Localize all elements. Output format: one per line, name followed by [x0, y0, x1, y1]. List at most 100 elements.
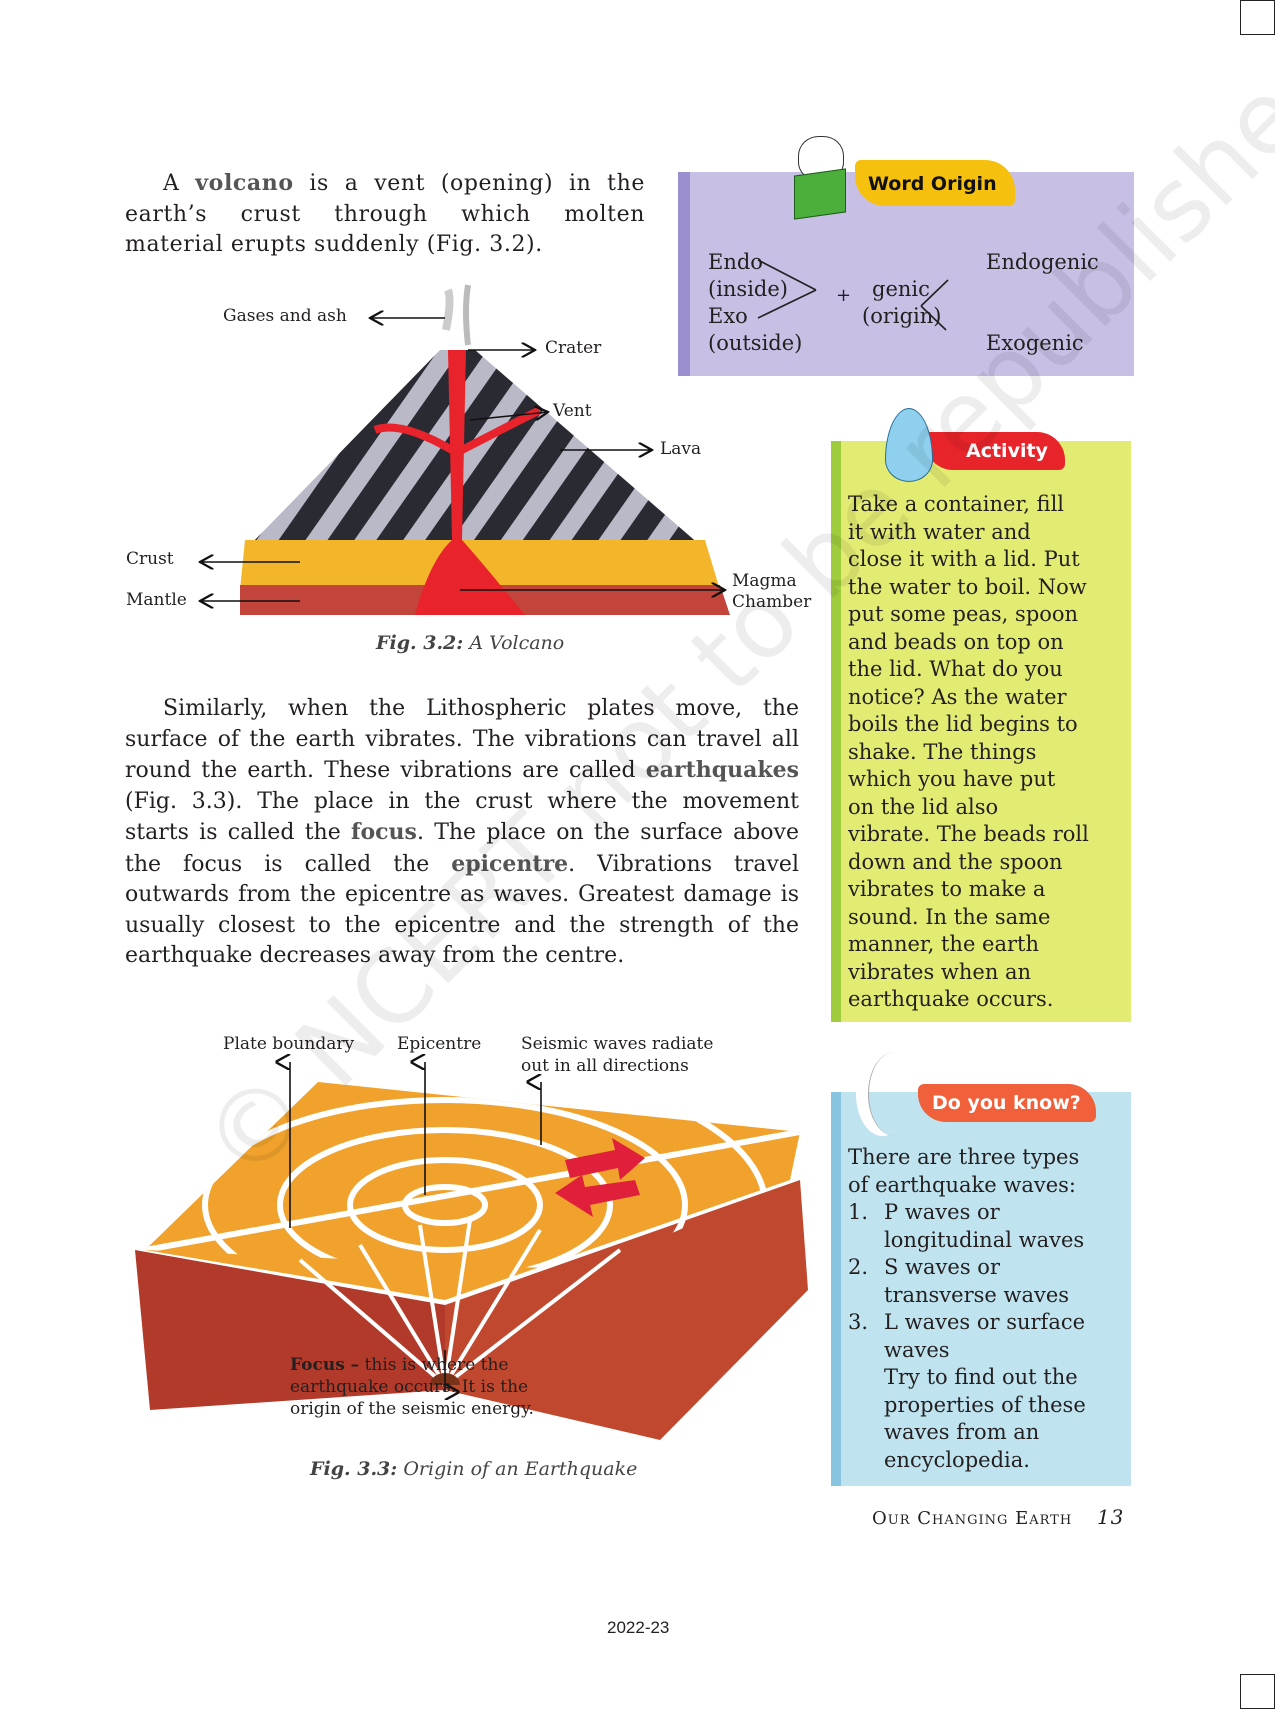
text: . Vibrations travel outwards from the ep…: [125, 851, 799, 969]
activity-lines: Take a container, fill it with water and c…: [848, 491, 1089, 1014]
activity-line: close it with a lid. Put: [848, 547, 1080, 571]
text: . The place on the surface above the foc…: [125, 820, 799, 877]
label-crust: Crust: [126, 549, 174, 569]
focus-bold: Focus –: [290, 1355, 360, 1375]
word-origin-box: Endo (inside) Exo (outside) + genic (ori…: [678, 172, 1134, 376]
dyk-list-item: 1. P waves or longitudinal waves: [848, 1199, 1086, 1254]
dyk-outro-line: Try to find out the: [884, 1365, 1078, 1389]
activity-line: sound. In the same: [848, 904, 1051, 929]
label-vent: Vent: [553, 401, 592, 421]
activity-text: Take a container, fill it with water and c…: [848, 491, 1089, 1014]
genic: genic: [872, 277, 930, 301]
dyk-banner: [918, 1084, 1096, 1122]
activity-title: Activity: [966, 440, 1048, 462]
text: is a vent (opening) in the earth’s crust…: [125, 171, 646, 257]
earthquake-illustration: [135, 0, 808, 1440]
water-drop-mascot-icon: [885, 408, 933, 482]
dyk-title: Do you know?: [932, 1092, 1081, 1114]
activity-box: Take a container, fill it with water and c…: [831, 441, 1131, 1022]
activity-line: down and the spoon: [848, 849, 1063, 874]
word-origin-arrows: [757, 259, 949, 331]
endo: Endo: [708, 250, 763, 274]
label-epicentre: Epicentre: [397, 1034, 482, 1054]
caption-number: Fig. 3.3:: [310, 1458, 398, 1480]
text: A: [163, 171, 196, 196]
dyk-list-item: 3. L waves or surface waves: [848, 1309, 1086, 1364]
inside: (inside): [708, 277, 788, 301]
label-crater: Crater: [545, 338, 602, 358]
item-line: waves: [884, 1337, 950, 1362]
label-plate-boundary: Plate boundary: [223, 1034, 355, 1054]
text: origin of the seismic energy.: [290, 1399, 534, 1419]
label-gases-and-ash: Gases and ash: [223, 306, 347, 326]
dyk-outro-line: encyclopedia.: [884, 1447, 1030, 1472]
activity-line: vibrates to make a: [848, 877, 1046, 901]
plus-sign: +: [836, 285, 852, 306]
activity-line: boils the lid begins to: [848, 712, 1078, 736]
exogenic: Exogenic: [986, 331, 1084, 355]
crop-mark-top: [1240, 0, 1275, 35]
label-lava: Lava: [660, 439, 702, 459]
caption-number: Fig. 3.2:: [376, 632, 464, 654]
outside: (outside): [708, 331, 803, 355]
activity-line: the water to boil. Now: [848, 574, 1087, 599]
reading-mascot-icon: [790, 136, 852, 220]
dyk-intro-2: of earthquake waves:: [848, 1172, 1076, 1197]
item-number: 2.: [848, 1255, 869, 1279]
text: (Fig. 3.3). The place in the crust where…: [125, 788, 799, 846]
activity-line: which you have put: [848, 767, 1056, 791]
activity-line: notice? As the water: [848, 684, 1067, 709]
text: Similarly, when the Lithospheric plates …: [125, 696, 799, 783]
term-earthquakes: earthquakes: [645, 757, 799, 783]
endogenic: Endogenic: [986, 250, 1099, 274]
label-chamber: Chamber: [732, 592, 812, 612]
figure-caption-volcano: Fig. 3.2: A Volcano: [376, 632, 564, 654]
chapter-title: Our Changing Earth: [872, 1508, 1073, 1529]
term-epicentre: epicentre: [451, 850, 569, 877]
item-line: L waves or surface: [884, 1310, 1086, 1334]
activity-line: vibrate. The beads roll: [848, 822, 1089, 846]
item-line: transverse waves: [884, 1282, 1070, 1307]
activity-line: shake. The things: [848, 739, 1037, 764]
origin: (origin): [862, 304, 942, 328]
activity-line: it with water and: [848, 519, 1031, 544]
volcano-illustration: [0, 284, 730, 615]
item-number: 3.: [848, 1310, 869, 1334]
activity-line: Take a container, fill: [848, 492, 1064, 516]
label-seismic-1: Seismic waves radiate: [521, 1034, 714, 1054]
word-origin-title: Word Origin: [868, 173, 997, 195]
page-number: 13: [1096, 1505, 1125, 1529]
do-you-know-box: There are three types of earthquake wave…: [831, 1092, 1131, 1486]
activity-line: manner, the earth: [848, 932, 1040, 956]
activity-line: on the lid also: [848, 794, 999, 819]
dyk-intro-1: There are three types: [848, 1145, 1080, 1169]
moon-mascot-icon: [868, 1052, 921, 1136]
label-mantle: Mantle: [126, 590, 187, 610]
figure-caption-earthquake: Fig. 3.3: Origin of an Earthquake: [310, 1458, 637, 1480]
text: this is where the: [359, 1355, 509, 1375]
item-line: P waves or: [884, 1200, 1000, 1224]
activity-line: put some peas, spoon: [848, 602, 1079, 626]
item-line: longitudinal waves: [884, 1227, 1085, 1252]
crop-mark-bottom: [1240, 1674, 1275, 1709]
activity-line: vibrates when an: [848, 959, 1032, 984]
year-label: 2022-23: [607, 1618, 670, 1637]
paragraph-earthquake: Similarly, when the Lithospheric plates …: [125, 694, 799, 972]
dyk-outro-line: waves from an: [884, 1420, 1040, 1444]
activity-banner: [925, 432, 1065, 470]
word-origin-banner: [855, 160, 1015, 206]
activity-line: and beads on top on: [848, 629, 1064, 654]
paragraph-volcano: A volcano is a vent (opening) in the ear…: [125, 168, 645, 261]
running-title: Our Changing Earth 13: [872, 1505, 1124, 1529]
earthquake-figure: Plate boundary Epicentre Seismic waves r…: [135, 0, 808, 1480]
volcano-figure: Gases and ash Crater Vent Lava Crust Man…: [0, 0, 830, 660]
dyk-outro-line: properties of these: [884, 1392, 1086, 1417]
label-seismic-2: out in all directions: [521, 1056, 689, 1076]
item-number: 1.: [848, 1200, 869, 1224]
text: earthquake occurs. It is the: [290, 1377, 529, 1397]
term-volcano: volcano: [195, 170, 294, 196]
label-focus: Focus – this is where the earthquake occ…: [290, 1354, 534, 1420]
label-magma: Magma: [732, 571, 797, 591]
